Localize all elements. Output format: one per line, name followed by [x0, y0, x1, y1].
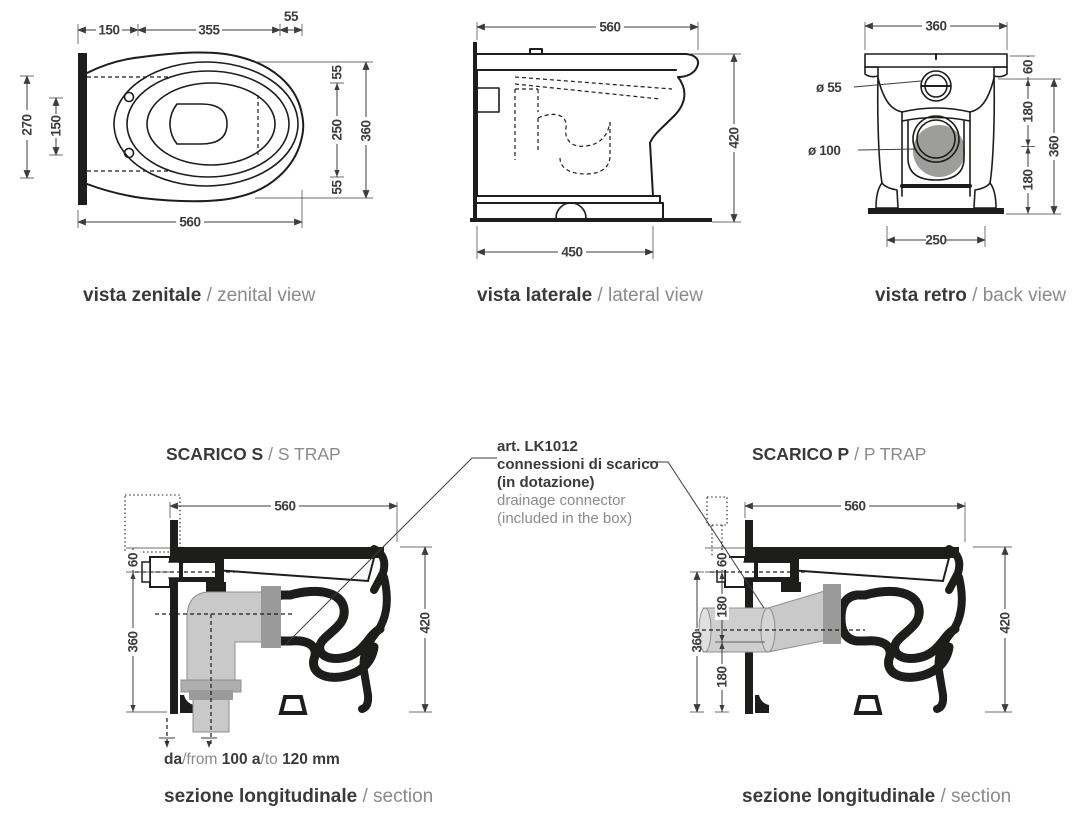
title-s-trap-it: SCARICO S [166, 444, 264, 464]
caption-zenital-view: vista zenitale / zenital view [83, 285, 315, 307]
back-hole-labels: ø 55 ø 100 [808, 80, 922, 158]
drainage-connector-annotation: art. LK1012 connessioni di scarico (in d… [497, 438, 659, 528]
lateral-dimensions: 560 420 450 [476, 20, 742, 260]
range-da: da [164, 751, 183, 768]
zenital-view-drawing: 150 355 55 560 270 150 55 250 55 360 [20, 9, 374, 230]
drain-arc [555, 202, 587, 219]
s-trap-section-drawing: 560 60 360 420 [124, 494, 433, 748]
dim-270-left: 270 [20, 114, 35, 135]
caption-s-section-it: sezione longitudinale [164, 786, 358, 807]
hinge-hole-bottom [123, 147, 135, 159]
seat-hinge [529, 48, 543, 55]
range-100: 100 [221, 751, 252, 768]
annotation-en-2: (included in the box) [497, 510, 633, 527]
zenital-dimensions: 150 355 55 560 270 150 55 250 55 360 [20, 9, 374, 230]
caption-p-section-it: sezione longitudinale [742, 786, 936, 807]
water-spot [169, 103, 228, 145]
outlet-hole-outer [912, 115, 960, 163]
caption-back-en: / back view [972, 285, 1067, 306]
caption-p-section: sezione longitudinale / section [742, 786, 1011, 808]
caption-back-it: vista retro [875, 285, 967, 306]
dim-560-top: 560 [599, 20, 620, 35]
lateral-profile [473, 48, 700, 219]
range-a: a [251, 751, 261, 768]
p-pipe [702, 607, 769, 653]
inlet-fitting [476, 87, 500, 113]
caption-p-section-en: / section [940, 786, 1012, 807]
dim-360-left: 360 [126, 631, 141, 652]
dim-560-bottom: 560 [179, 215, 200, 230]
annotation-en-1: drainage connector [497, 492, 626, 509]
dim-150-left: 150 [49, 115, 64, 136]
dim-60-chain: 60 [1021, 60, 1036, 74]
title-s-trap-en: / S TRAP [268, 444, 341, 464]
title-p-trap-it: SCARICO P [752, 444, 850, 464]
dim-180-left-bottom: 180 [715, 666, 730, 687]
dim-55-right-top: 55 [330, 65, 345, 80]
dim-560-top: 560 [274, 499, 295, 514]
range-to: /to [260, 751, 283, 768]
caption-s-section-en: / section [362, 786, 434, 807]
caption-lateral-view: vista laterale / lateral view [477, 285, 703, 307]
annotation-it-1: connessioni di scarico [497, 456, 659, 473]
dim-420-right: 420 [998, 612, 1013, 633]
range-120: 120 mm [282, 751, 340, 768]
lateral-hidden-trap [514, 76, 673, 175]
s-axis-dashed [155, 613, 295, 746]
caption-s-section: sezione longitudinale / section [164, 786, 433, 808]
back-view-drawing: ø 55 ø 100 360 60 180 180 360 250 [808, 19, 1062, 248]
lateral-wall-floor [470, 42, 712, 222]
caption-zenital-it: vista zenitale [83, 285, 202, 306]
dim-180-chain-bottom: 180 [1021, 169, 1036, 190]
dim-180-chain-top: 180 [1021, 101, 1036, 122]
lateral-view-drawing: 560 420 450 [470, 20, 742, 260]
dim-60-left: 60 [126, 553, 141, 567]
back-dimensions: 360 60 180 180 360 250 [864, 19, 1062, 248]
back-floor [868, 208, 1004, 214]
annotation-it-2: (in dotazione) [497, 474, 595, 491]
annotation-art-code: art. LK1012 [497, 438, 578, 455]
label-diameter-55: ø 55 [816, 80, 842, 95]
dim-450-bottom: 450 [561, 245, 582, 260]
dim-55-top: 55 [284, 9, 299, 24]
s-connector-collar [261, 586, 281, 648]
p-connector-collar [823, 584, 841, 644]
zenital-wall [78, 53, 87, 205]
dim-150-top: 150 [98, 23, 119, 38]
dim-250-right: 250 [330, 119, 345, 140]
outlet-hole-inner [916, 119, 956, 159]
back-holes [900, 70, 972, 188]
caption-back-view: vista retro / back view [875, 285, 1066, 307]
caption-lateral-it: vista laterale [477, 285, 593, 306]
dim-180-left-top: 180 [715, 596, 730, 617]
dim-360-top: 360 [925, 19, 946, 34]
p-cone [767, 589, 829, 653]
label-diameter-100: ø 100 [808, 143, 841, 158]
zenital-hidden-edges [87, 76, 259, 172]
dim-55-right-bottom: 55 [330, 180, 345, 195]
dim-360-left-outer: 360 [690, 631, 705, 652]
caption-zenital-en: / zenital view [206, 285, 316, 306]
caption-lateral-en: / lateral view [597, 285, 704, 306]
dim-355-top: 355 [198, 23, 220, 38]
p-trap-section-drawing: 560 60 180 180 360 420 [690, 496, 1013, 762]
range-from: /from [182, 751, 222, 768]
dim-360-right: 360 [359, 120, 374, 141]
dim-360-right: 360 [1047, 136, 1062, 157]
drain-hole-gray [913, 125, 965, 177]
s-wall [170, 520, 178, 714]
outlet-range-note: da/from 100 a/to 120 mm [164, 751, 340, 769]
dim-420-right: 420 [418, 612, 433, 633]
s-gray-connector [180, 586, 281, 733]
dim-420-right: 420 [727, 127, 742, 148]
title-p-trap-en: / P TRAP [854, 444, 927, 464]
dim-250-bottom: 250 [925, 233, 946, 248]
title-p-trap: SCARICO P / P TRAP [752, 444, 926, 465]
dim-60-left: 60 [715, 553, 730, 567]
hinge-hole-top [123, 91, 135, 103]
dim-560-top: 560 [844, 499, 865, 514]
zenital-bowl-outline [86, 51, 305, 203]
